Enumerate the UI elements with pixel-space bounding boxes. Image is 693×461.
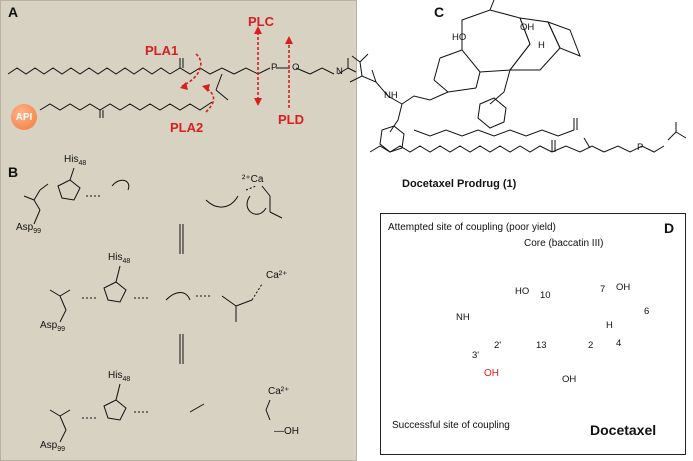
panel-a-label: A <box>8 4 19 20</box>
ca-row2: Ca²⁺ <box>266 270 288 281</box>
hydroxyl-row3: —OH <box>274 426 299 437</box>
mechanism-structures <box>23 167 283 443</box>
asp-row1: Asp99 <box>16 222 42 235</box>
c-nh-label: NH <box>384 90 398 101</box>
d-n4: 4 <box>616 338 622 349</box>
c-p-label: P <box>637 142 644 153</box>
d-n10: 10 <box>540 290 551 301</box>
pla1-label: PLA1 <box>145 43 179 58</box>
phospholipid-structure <box>7 58 357 118</box>
ca-row3: Ca²⁺ <box>268 386 290 397</box>
d-oh-red: OH <box>484 368 499 379</box>
d-n13: 13 <box>536 340 547 351</box>
successful-site-label: Successful site of coupling <box>392 420 510 431</box>
his-row1: His48 <box>64 154 87 167</box>
prodrug-structure <box>349 0 687 153</box>
prodrug-caption: Docetaxel Prodrug (1) <box>402 178 517 190</box>
pla2-label: PLA2 <box>170 120 204 135</box>
asp-row3: Asp99 <box>40 440 66 453</box>
panel-d-box <box>380 213 686 455</box>
plc-label: PLC <box>248 14 274 29</box>
panel-ab-background <box>0 0 357 461</box>
d-nh-label: NH <box>456 312 470 323</box>
pld-label: PLD <box>278 112 304 127</box>
his-row3: His48 <box>108 370 131 383</box>
ammonium-atom: N <box>336 66 343 77</box>
panel-c-label: C <box>434 4 445 20</box>
d-h-label: H <box>606 320 613 331</box>
d-ho-label: HO <box>515 286 530 297</box>
panel-d-label: D <box>664 220 675 236</box>
oxygen-atom: O <box>292 62 300 73</box>
d-oh-bottom: OH <box>562 374 577 385</box>
ca-row1: ²⁺Ca <box>242 174 264 185</box>
d-n2: 2 <box>588 340 594 351</box>
d-n2p: 2' <box>494 340 502 351</box>
c-h-label: H <box>538 40 545 51</box>
c-ho-label: HO <box>452 32 467 43</box>
api-badge: API <box>11 104 37 130</box>
phosphorus-atom: P <box>271 62 278 73</box>
d-n6: 6 <box>644 306 650 317</box>
d-oh-top: OH <box>616 282 631 293</box>
docetaxel-name: Docetaxel <box>590 422 657 438</box>
panel-b-label: B <box>8 164 19 180</box>
d-n7: 7 <box>600 284 606 295</box>
his-row2: His48 <box>108 252 131 265</box>
core-label: Core (baccatin III) <box>524 238 604 249</box>
attempted-site-label: Attempted site of coupling (poor yield) <box>388 222 556 233</box>
c-oh-label: OH <box>520 22 535 33</box>
asp-row2: Asp99 <box>40 320 66 333</box>
d-n3p: 3' <box>472 350 480 361</box>
